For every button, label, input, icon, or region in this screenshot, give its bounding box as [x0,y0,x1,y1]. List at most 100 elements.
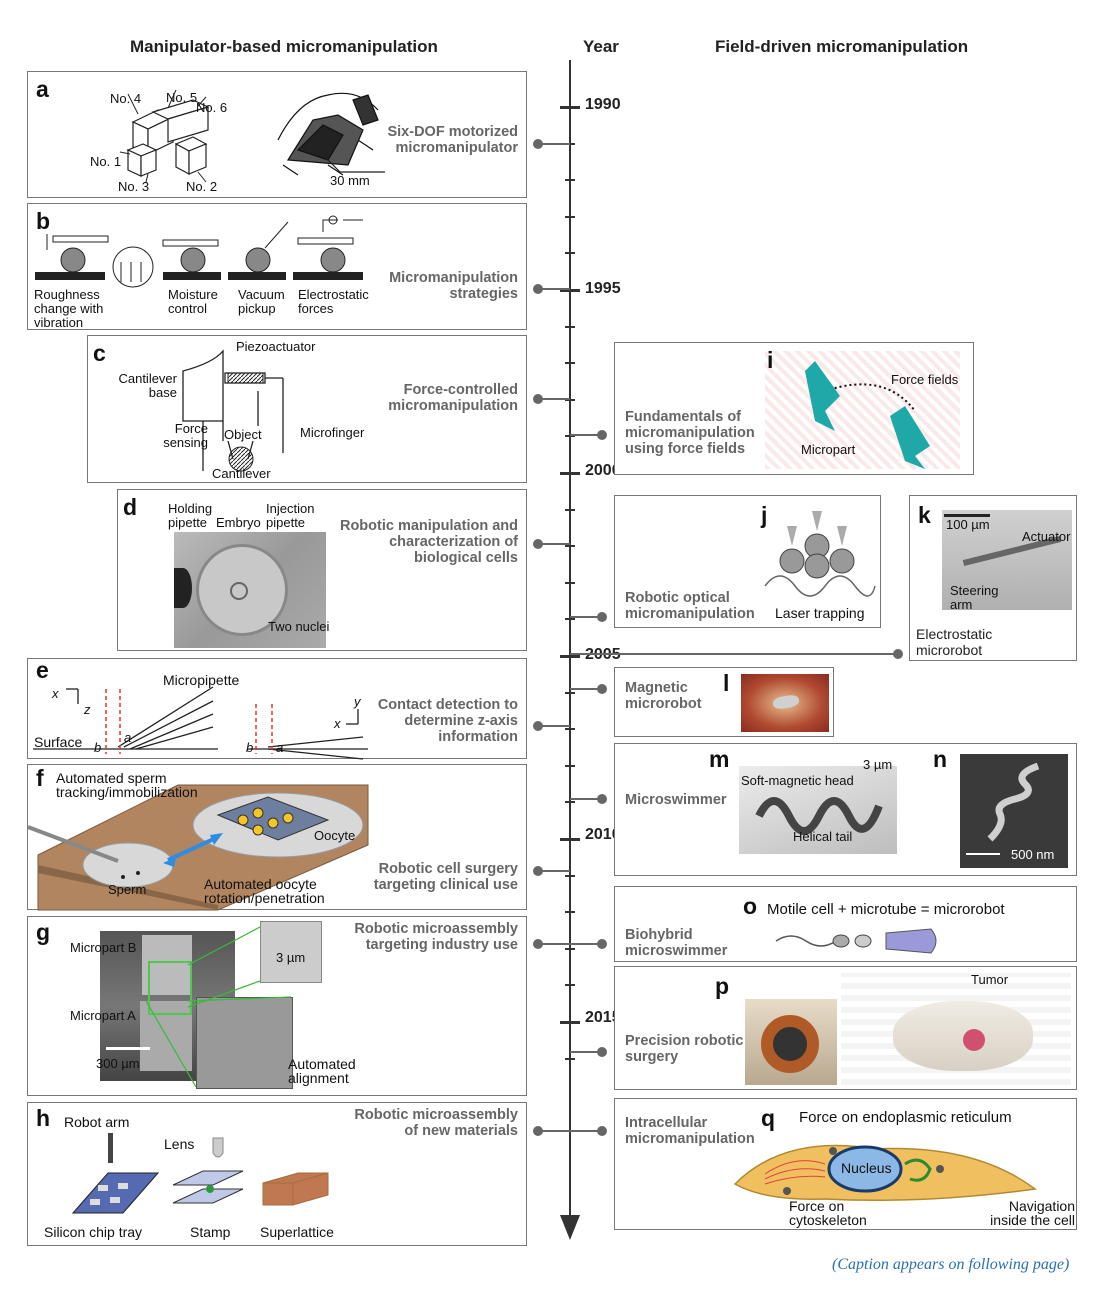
inset-scale-label: 3 µm [276,950,306,965]
timeline-tick [560,472,580,475]
cantilever-label: Cantilever [212,466,271,481]
label-no5: No. 5 [166,90,198,105]
panel-b-label: Micromanipulation strategies [389,270,518,302]
panel-c: c Piezoactuator Cantilever base Microfin… [87,335,527,483]
panel-letter: f [36,765,44,791]
force-sensing-label: Force sensing [163,421,208,450]
panel-a-label: Six-DOF motorized micromanipulator [387,124,518,156]
embryo-label: Embryo [216,515,261,530]
dot-o [597,939,607,949]
panel-o-label: Biohybrid microswimmer [625,927,728,959]
panel-h-label: Robotic microassembly of new materials [354,1107,518,1139]
connector-o [570,943,600,945]
new-materials-sketch [71,1133,329,1214]
timeline-tick [565,764,575,767]
connector-d [540,543,570,545]
panel-m: Microswimmer m 3 µm Soft-magnetic head H… [614,743,1077,876]
stamp-label: Stamp [190,1224,231,1240]
dot-q [597,1126,607,1136]
connector-q [570,1130,600,1132]
connector-e [540,725,570,727]
timeline-tick [565,618,575,621]
piezoactuator-label: Piezoactuator [236,339,316,354]
axis-y-label: y [354,694,361,709]
panel-letter: l [723,670,730,696]
panel-letter: h [36,1105,51,1131]
object-label: Object [224,427,262,442]
year-header: Year [583,37,619,56]
panel-g-label: Robotic microassembly targeting industry… [354,921,518,953]
timeline-tick [560,655,580,658]
timeline-tick [565,801,575,804]
timeline-tick [565,911,575,914]
timeline-tick [565,142,575,145]
actuator-label: Actuator [1022,529,1071,544]
scale-label-500nm: 500 nm [1011,847,1055,862]
panel-letter: c [93,340,106,366]
panel-m-label: Microswimmer [625,792,727,808]
panel-letter: i [767,347,774,373]
micropart-trajectory [805,361,930,469]
lens-label: Lens [164,1136,195,1152]
panel-letter: e [36,657,49,683]
timeline-tick [560,289,580,292]
electrostatic-label: Electrostatic forces [298,287,369,316]
panel-q-label: Intracellular micromanipulation [625,1115,755,1147]
panel-letter-m: m [709,746,730,772]
biohybrid-equation-label: Motile cell + microtube = microrobot [767,901,1005,918]
panel-f-label: Robotic cell surgery targeting clinical … [373,861,518,893]
panel-p: Precision robotic surgery p Tumor [614,966,1077,1090]
connector-a [540,143,570,145]
panel-e: e Micropipette x z Surface b a y x b a C… [27,657,527,760]
navigation-label: Navigation inside the cell [990,1198,1075,1228]
panel-letter: o [743,893,758,919]
timeline-tick [565,508,575,511]
right-header: Field-driven micromanipulation [715,37,969,56]
dot-k [893,649,903,659]
helical-tail-label: Helical tail [793,829,853,844]
panel-letter: a [36,76,49,102]
timeline-tick [565,545,575,548]
panel-letter: d [123,494,138,520]
alignment-closeup [196,997,293,1089]
embryo-photo [174,532,326,648]
zoom-lines [145,926,292,1088]
dot-e [533,721,543,731]
dot-l [597,684,607,694]
timeline-tick [565,325,575,328]
panel-e-label: Contact detection to determine z-axis in… [377,697,518,745]
connector-f [540,870,570,872]
electrostatic-robot-image [942,510,1072,610]
axis-x2-label: x [334,716,341,731]
year-2010: 2010 [585,826,621,843]
panel-letter: g [36,919,51,945]
year-1990: 1990 [585,96,621,113]
timeline-tick [565,691,575,694]
biohybrid-sketch [775,928,937,954]
micropart-b-label: Micropart B [70,940,137,955]
cantilever-base-label: Cantilever base [118,371,177,400]
panel-q: Intracellular micromanipulation q Force … [614,1098,1077,1230]
timeline-tick [565,398,575,401]
year-2005: 2005 [585,646,621,664]
panel-i-label: Fundamentals of micromanipulation using … [625,409,755,457]
panel-letter: p [715,973,730,999]
mark-b-right: b [246,740,254,755]
moisture-label: Moisture control [168,287,218,316]
panel-j-label: Robotic optical micromanipulation [625,590,755,622]
connector-m [570,798,600,800]
timeline-tick [560,106,580,109]
steering-arm-label: Steering arm [950,583,999,612]
two-nuclei-label: Two nuclei [268,619,330,634]
dot-i [597,430,607,440]
vacuum-label: Vacuum pickup [238,287,285,316]
label-no6: No. 6 [196,100,228,115]
timeline-tick [565,252,575,255]
panel-k: k 100 µm Actuator Steering arm Electrost… [909,495,1077,661]
panel-k-label: Electrostatic microrobot [916,626,993,658]
panel-o: Biohybrid microswimmer o Motile cell + m… [614,886,1077,962]
microfinger-label: Microfinger [300,425,365,440]
panel-l-label: Magnetic microrobot [625,680,702,712]
connector-c [540,398,570,400]
mouse-field-image [841,973,1071,1085]
